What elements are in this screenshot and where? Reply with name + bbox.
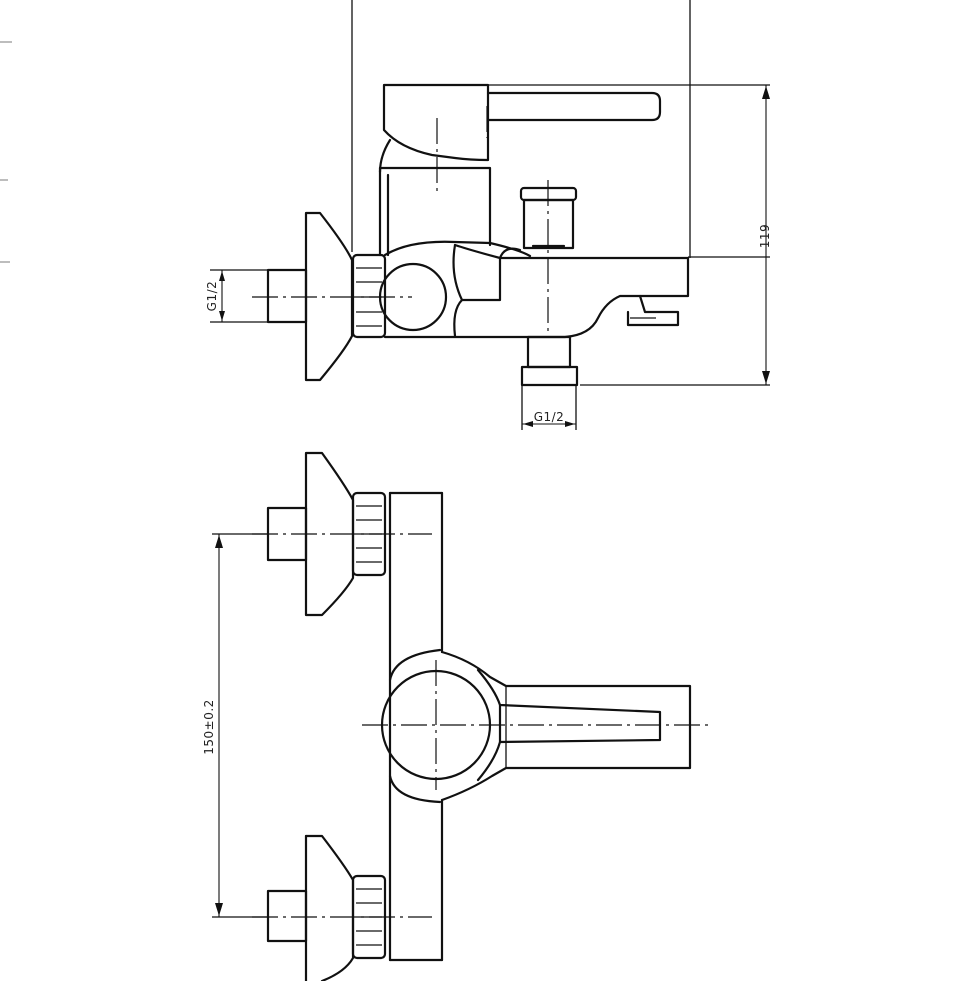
wall-flange-side [304,211,354,382]
lower-inlet-assembly [266,834,387,981]
side-view: 119 G1/2 G1/2 [205,0,772,430]
mixer-body-side [378,166,532,258]
lever-handle [378,83,770,174]
lever-spout-front [440,650,692,802]
dimension-height [580,85,770,386]
mixer-body-front [388,491,444,962]
dimension-inlet-thread-label: G1/2 [205,281,219,312]
dimension-spacing-label: 150±0.2 [202,699,216,755]
dimension-outlet-thread-label: G1/2 [534,410,565,424]
dimension-outlet-thread [521,385,577,430]
dimension-height-label: 119 [758,224,772,248]
spout [383,243,770,339]
front-view: 150±0.2 [202,451,712,981]
dimension-spacing [212,533,268,918]
bottom-outlet [520,335,579,387]
inlet-pipe-side [266,268,308,324]
dimension-inlet-thread [210,269,268,323]
edge-artifacts [0,41,12,263]
